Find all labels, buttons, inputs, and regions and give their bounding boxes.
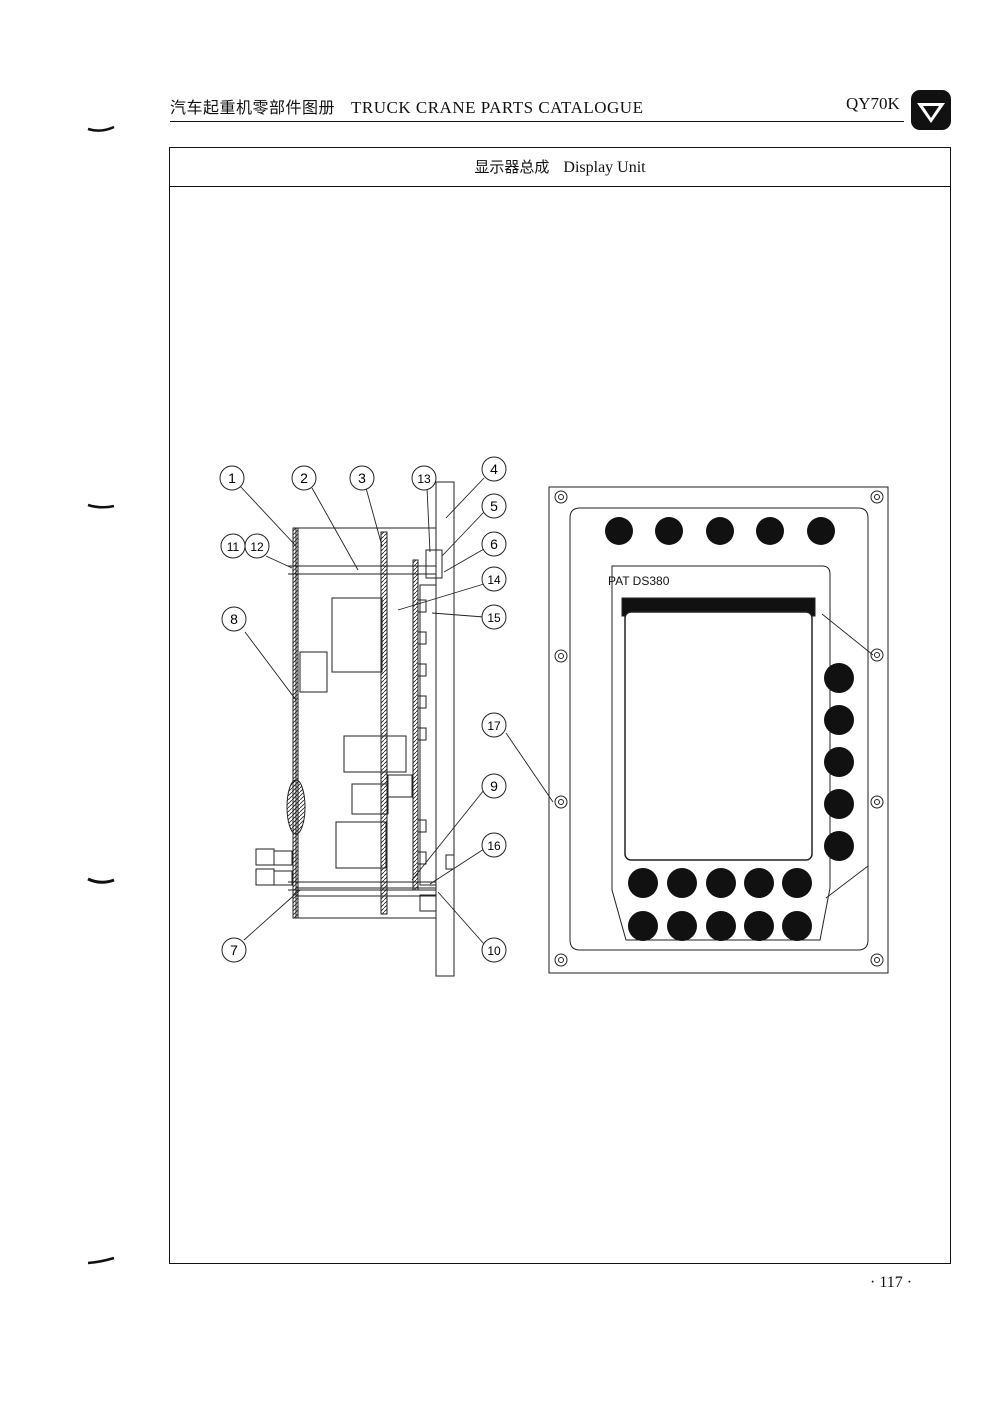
bottom-key-icon: [782, 911, 812, 941]
catalogue-title-en: TRUCK CRANE PARTS CATALOGUE: [351, 98, 644, 117]
page-number: · 117 ·: [870, 1274, 913, 1291]
callout-15: 15: [481, 604, 507, 630]
callout-label: 2: [300, 470, 308, 486]
callout-label: 3: [358, 470, 366, 486]
callout-2: 2: [291, 465, 317, 491]
side-section-view: [255, 481, 455, 977]
side-key-icon: [824, 747, 854, 777]
callout-label: 17: [487, 719, 501, 733]
bottom-key-icon: [782, 868, 812, 898]
callout-11: 11: [220, 533, 246, 559]
callout-label: 7: [230, 942, 238, 958]
binding-mark-icon: [87, 503, 115, 509]
binding-mark-icon: [87, 1256, 115, 1265]
side-key-icon: [824, 831, 854, 861]
display-model-label: PAT DS380: [608, 574, 670, 588]
callout-label: 9: [490, 778, 498, 794]
callout-label: 12: [250, 540, 264, 554]
leader-lines: [239, 477, 874, 945]
bottom-key-icon: [628, 868, 658, 898]
top-key-icon: [605, 517, 633, 545]
binding-mark-icon: [87, 877, 115, 884]
callout-5: 5: [481, 493, 507, 519]
model-code: QY70K: [846, 94, 900, 113]
callout-3: 3: [349, 465, 375, 491]
bottom-key-icon: [667, 868, 697, 898]
callout-17: 17: [481, 712, 507, 738]
callout-16: 16: [481, 832, 507, 858]
content-frame: 显示器总成 Display Unit: [169, 147, 951, 1264]
callout-9: 9: [481, 773, 507, 799]
callout-1: 1: [219, 465, 245, 491]
section-title: 显示器总成 Display Unit: [170, 148, 950, 187]
bottom-key-icon: [628, 911, 658, 941]
callout-10: 10: [481, 937, 507, 963]
section-title-en: Display Unit: [563, 159, 646, 176]
side-key-icon: [824, 705, 854, 735]
section-title-cn: 显示器总成: [474, 158, 550, 176]
brand-logo-icon: [911, 90, 951, 130]
side-key-icon: [824, 789, 854, 819]
callout-label: 6: [490, 536, 498, 552]
mounting-screw-icons: [554, 490, 884, 967]
callout-label: 15: [487, 611, 501, 625]
keypad-buttons: [605, 517, 854, 941]
callout-4: 4: [481, 456, 507, 482]
callout-label: 1: [228, 470, 236, 486]
callout-13: 13: [411, 465, 437, 491]
callout-label: 8: [230, 611, 238, 627]
bottom-key-icon: [706, 911, 736, 941]
catalogue-title-cn: 汽车起重机零部件图册: [170, 98, 336, 117]
callouts: 1 2 3 13 4 5 6 11 12 14 8 15 17 9 16 7 1…: [219, 456, 507, 963]
callout-12: 12: [244, 533, 270, 559]
top-key-icon: [756, 517, 784, 545]
binding-mark-icon: [87, 125, 115, 132]
callout-8: 8: [221, 606, 247, 632]
top-key-icon: [706, 517, 734, 545]
callout-label: 16: [487, 839, 501, 853]
callout-14: 14: [481, 566, 507, 592]
side-key-icon: [824, 663, 854, 693]
callout-label: 13: [417, 472, 431, 486]
catalogue-title: 汽车起重机零部件图册 TRUCK CRANE PARTS CATALOGUE: [170, 94, 643, 118]
callout-label: 11: [227, 540, 240, 554]
bottom-key-icon: [744, 911, 774, 941]
front-view: [548, 486, 889, 974]
bottom-key-icon: [667, 911, 697, 941]
top-key-icon: [807, 517, 835, 545]
top-key-icon: [655, 517, 683, 545]
bottom-key-icon: [744, 868, 774, 898]
callout-label: 14: [487, 573, 501, 587]
callout-label: 4: [490, 461, 498, 477]
callout-6: 6: [481, 531, 507, 557]
callout-label: 10: [487, 944, 501, 958]
header-rule: [170, 121, 904, 122]
bottom-key-icon: [706, 868, 736, 898]
callout-7: 7: [221, 937, 247, 963]
callout-label: 5: [490, 498, 498, 514]
